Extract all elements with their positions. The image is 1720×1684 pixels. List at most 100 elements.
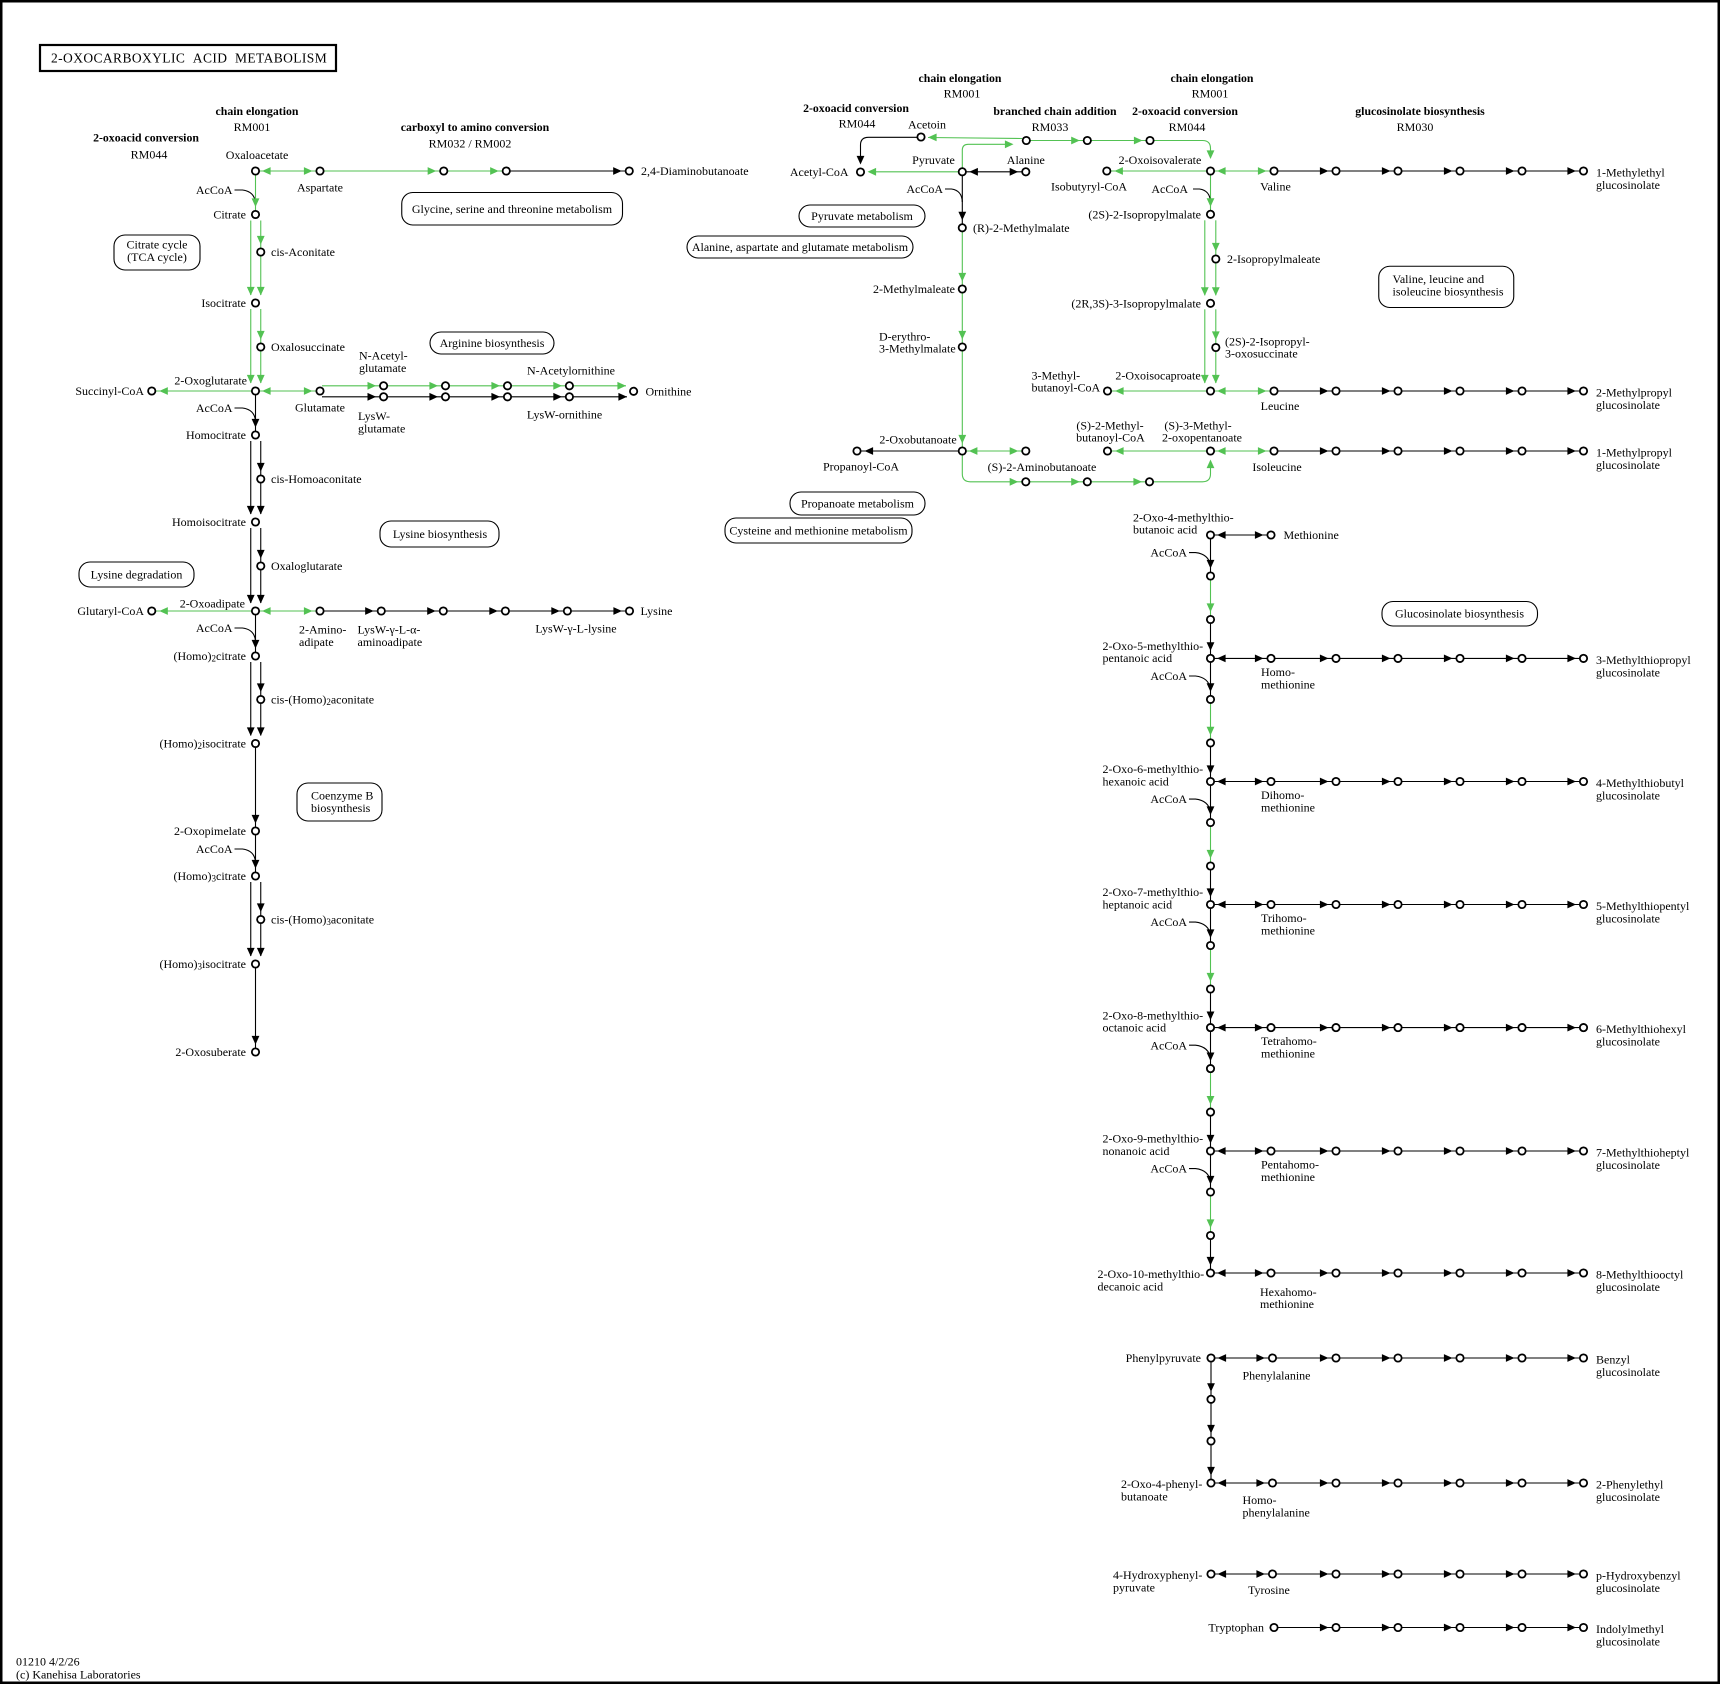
- svg-text:Oxalosuccinate: Oxalosuccinate: [271, 340, 345, 354]
- svg-text:3-Methylthiopropyl: 3-Methylthiopropyl: [1596, 653, 1691, 667]
- svg-text:N-Acetyl-: N-Acetyl-: [359, 349, 408, 363]
- svg-text:cis-(Homo)3​aconitate: cis-(Homo)3​aconitate: [271, 913, 374, 928]
- svg-text:2-Oxo-8-methylthio-: 2-Oxo-8-methylthio-: [1103, 1008, 1204, 1022]
- svg-text:Glycine, serine and threonine: Glycine, serine and threonine metabolism: [412, 202, 613, 216]
- svg-text:(S)-2-Methyl-: (S)-2-Methyl-: [1076, 419, 1143, 433]
- svg-text:(2S)-2-Isopropylmalate: (2S)-2-Isopropylmalate: [1088, 207, 1201, 221]
- svg-text:4-Hydroxyphenyl-: 4-Hydroxyphenyl-: [1113, 1568, 1202, 1582]
- svg-text:AcCoA: AcCoA: [1151, 182, 1188, 196]
- svg-text:Phenylalanine: Phenylalanine: [1243, 1369, 1311, 1383]
- svg-text:chain elongation: chain elongation: [1171, 71, 1254, 85]
- svg-text:Homo-: Homo-: [1261, 665, 1295, 679]
- svg-text:butanoate: butanoate: [1121, 1489, 1168, 1503]
- svg-text:Valine, leucine and: Valine, leucine and: [1393, 272, 1485, 286]
- svg-text:Alanine: Alanine: [1007, 153, 1045, 167]
- svg-text:2-oxoacid conversion: 2-oxoacid conversion: [1132, 104, 1238, 118]
- svg-text:decanoic acid: decanoic acid: [1098, 1279, 1164, 1293]
- svg-text:Lysine: Lysine: [641, 604, 673, 618]
- svg-text:D-erythro-: D-erythro-: [879, 330, 930, 344]
- svg-text:pentanoic acid: pentanoic acid: [1103, 651, 1173, 665]
- svg-text:(S)-2-Aminobutanoate: (S)-2-Aminobutanoate: [988, 460, 1097, 474]
- svg-text:chain elongation: chain elongation: [216, 104, 299, 118]
- svg-text:glucosinolate: glucosinolate: [1596, 1581, 1660, 1595]
- svg-text:2-Methylmaleate: 2-Methylmaleate: [873, 282, 955, 296]
- svg-text:(R)-2-Methylmalate: (R)-2-Methylmalate: [973, 221, 1070, 235]
- svg-text:Isobutyryl-CoA: Isobutyryl-CoA: [1051, 180, 1127, 194]
- svg-text:AcCoA: AcCoA: [906, 182, 943, 196]
- svg-text:2-oxopentanoate: 2-oxopentanoate: [1162, 431, 1242, 445]
- svg-text:glucosinolate: glucosinolate: [1596, 178, 1660, 192]
- svg-text:8-Methylthiooctyl: 8-Methylthiooctyl: [1596, 1268, 1684, 1282]
- svg-text:Alanine, aspartate and glutama: Alanine, aspartate and glutamate metabol…: [692, 240, 909, 254]
- svg-text:AcCoA: AcCoA: [196, 621, 233, 635]
- svg-text:AcCoA: AcCoA: [1150, 792, 1187, 806]
- svg-text:(Homo)3​citrate: (Homo)3​citrate: [174, 869, 246, 884]
- svg-text:glucosinolate: glucosinolate: [1596, 666, 1660, 680]
- svg-text:AcCoA: AcCoA: [1150, 915, 1187, 929]
- svg-text:heptanoic acid: heptanoic acid: [1103, 897, 1173, 911]
- svg-text:6-Methylthiohexyl: 6-Methylthiohexyl: [1596, 1022, 1687, 1036]
- svg-text:Glutamate: Glutamate: [295, 401, 345, 415]
- svg-text:glucosinolate: glucosinolate: [1596, 1365, 1660, 1379]
- svg-text:Cysteine and methionine metabo: Cysteine and methionine metabolism: [729, 524, 908, 538]
- svg-text:cis-Homoaconitate: cis-Homoaconitate: [271, 472, 362, 486]
- svg-text:glucosinolate biosynthesis: glucosinolate biosynthesis: [1355, 104, 1485, 118]
- svg-text:Lysine biosynthesis: Lysine biosynthesis: [393, 527, 488, 541]
- svg-text:glucosinolate: glucosinolate: [1596, 1035, 1660, 1049]
- svg-text:AcCoA: AcCoA: [1150, 1162, 1187, 1176]
- svg-text:glucosinolate: glucosinolate: [1596, 1280, 1660, 1294]
- svg-text:carboxyl to amino conversion: carboxyl to amino conversion: [401, 120, 550, 134]
- svg-text:octanoic acid: octanoic acid: [1103, 1020, 1167, 1034]
- svg-text:Glucosinolate biosynthesis: Glucosinolate biosynthesis: [1395, 607, 1524, 621]
- svg-text:2-Methylpropyl: 2-Methylpropyl: [1596, 386, 1673, 400]
- svg-text:RM033: RM033: [1032, 120, 1069, 134]
- svg-text:2-Oxoadipate: 2-Oxoadipate: [180, 597, 245, 611]
- svg-text:(2S)-2-Isopropyl-: (2S)-2-Isopropyl-: [1225, 335, 1310, 349]
- svg-text:LysW-ornithine: LysW-ornithine: [527, 408, 602, 422]
- svg-text:RM044: RM044: [1169, 120, 1206, 134]
- svg-text:(S)-3-Methyl-: (S)-3-Methyl-: [1164, 419, 1231, 433]
- svg-text:3-Methylmalate: 3-Methylmalate: [879, 342, 956, 356]
- svg-text:N-Acetylornithine: N-Acetylornithine: [527, 364, 615, 378]
- svg-text:LysW-: LysW-: [358, 409, 390, 423]
- svg-text:glutamate: glutamate: [358, 422, 405, 436]
- svg-text:2-Oxo-4-phenyl-: 2-Oxo-4-phenyl-: [1121, 1477, 1202, 1491]
- svg-text:RM001: RM001: [1192, 87, 1229, 101]
- svg-text:Hexahomo-: Hexahomo-: [1260, 1285, 1317, 1299]
- svg-text:3-oxosuccinate: 3-oxosuccinate: [1225, 347, 1298, 361]
- svg-text:Pentahomo-: Pentahomo-: [1261, 1158, 1319, 1172]
- svg-text:2,4-Diaminobutanoate: 2,4-Diaminobutanoate: [641, 164, 749, 178]
- svg-text:Pyruvate metabolism: Pyruvate metabolism: [811, 209, 913, 223]
- svg-text:Dihomo-: Dihomo-: [1261, 788, 1304, 802]
- svg-text:Succinyl-CoA: Succinyl-CoA: [75, 384, 144, 398]
- svg-text:glucosinolate: glucosinolate: [1596, 1490, 1660, 1504]
- svg-text:Oxaloacetate: Oxaloacetate: [226, 148, 289, 162]
- svg-text:Propanoyl-CoA: Propanoyl-CoA: [823, 460, 899, 474]
- svg-text:glucosinolate: glucosinolate: [1596, 1158, 1660, 1172]
- svg-text:methionine: methionine: [1261, 1170, 1315, 1184]
- svg-text:Benzyl: Benzyl: [1596, 1353, 1631, 1367]
- svg-text:glucosinolate: glucosinolate: [1596, 398, 1660, 412]
- svg-text:RM001: RM001: [234, 120, 271, 134]
- svg-text:LysW-γ-L-lysine: LysW-γ-L-lysine: [535, 622, 616, 636]
- svg-text:2-Oxo-9-methylthio-: 2-Oxo-9-methylthio-: [1103, 1132, 1204, 1146]
- svg-text:01210 4/2/26: 01210 4/2/26: [16, 1655, 80, 1669]
- svg-text:phenylalanine: phenylalanine: [1243, 1505, 1310, 1519]
- svg-text:hexanoic acid: hexanoic acid: [1103, 774, 1169, 788]
- svg-text:butanoyl-CoA: butanoyl-CoA: [1032, 381, 1101, 395]
- svg-text:p-Hydroxybenzyl: p-Hydroxybenzyl: [1596, 1569, 1681, 1583]
- svg-text:1-Methylpropyl: 1-Methylpropyl: [1596, 446, 1673, 460]
- svg-text:glucosinolate: glucosinolate: [1596, 789, 1660, 803]
- svg-text:LysW-γ-L-α-: LysW-γ-L-α-: [358, 623, 421, 637]
- svg-text:2-Oxobutanoate: 2-Oxobutanoate: [879, 433, 956, 447]
- svg-text:Citrate cycle: Citrate cycle: [127, 238, 188, 252]
- svg-text:(TCA cycle): (TCA cycle): [127, 250, 187, 264]
- svg-text:Homoisocitrate: Homoisocitrate: [172, 515, 246, 529]
- svg-text:2-Isopropylmaleate: 2-Isopropylmaleate: [1227, 252, 1320, 266]
- svg-text:RM044: RM044: [131, 148, 168, 162]
- svg-text:glutamate: glutamate: [359, 361, 406, 375]
- svg-text:cis-(Homo)2​aconitate: cis-(Homo)2​aconitate: [271, 693, 374, 708]
- svg-text:methionine: methionine: [1261, 677, 1315, 691]
- svg-text:Acetoin: Acetoin: [908, 118, 946, 132]
- svg-text:AcCoA: AcCoA: [1150, 669, 1187, 683]
